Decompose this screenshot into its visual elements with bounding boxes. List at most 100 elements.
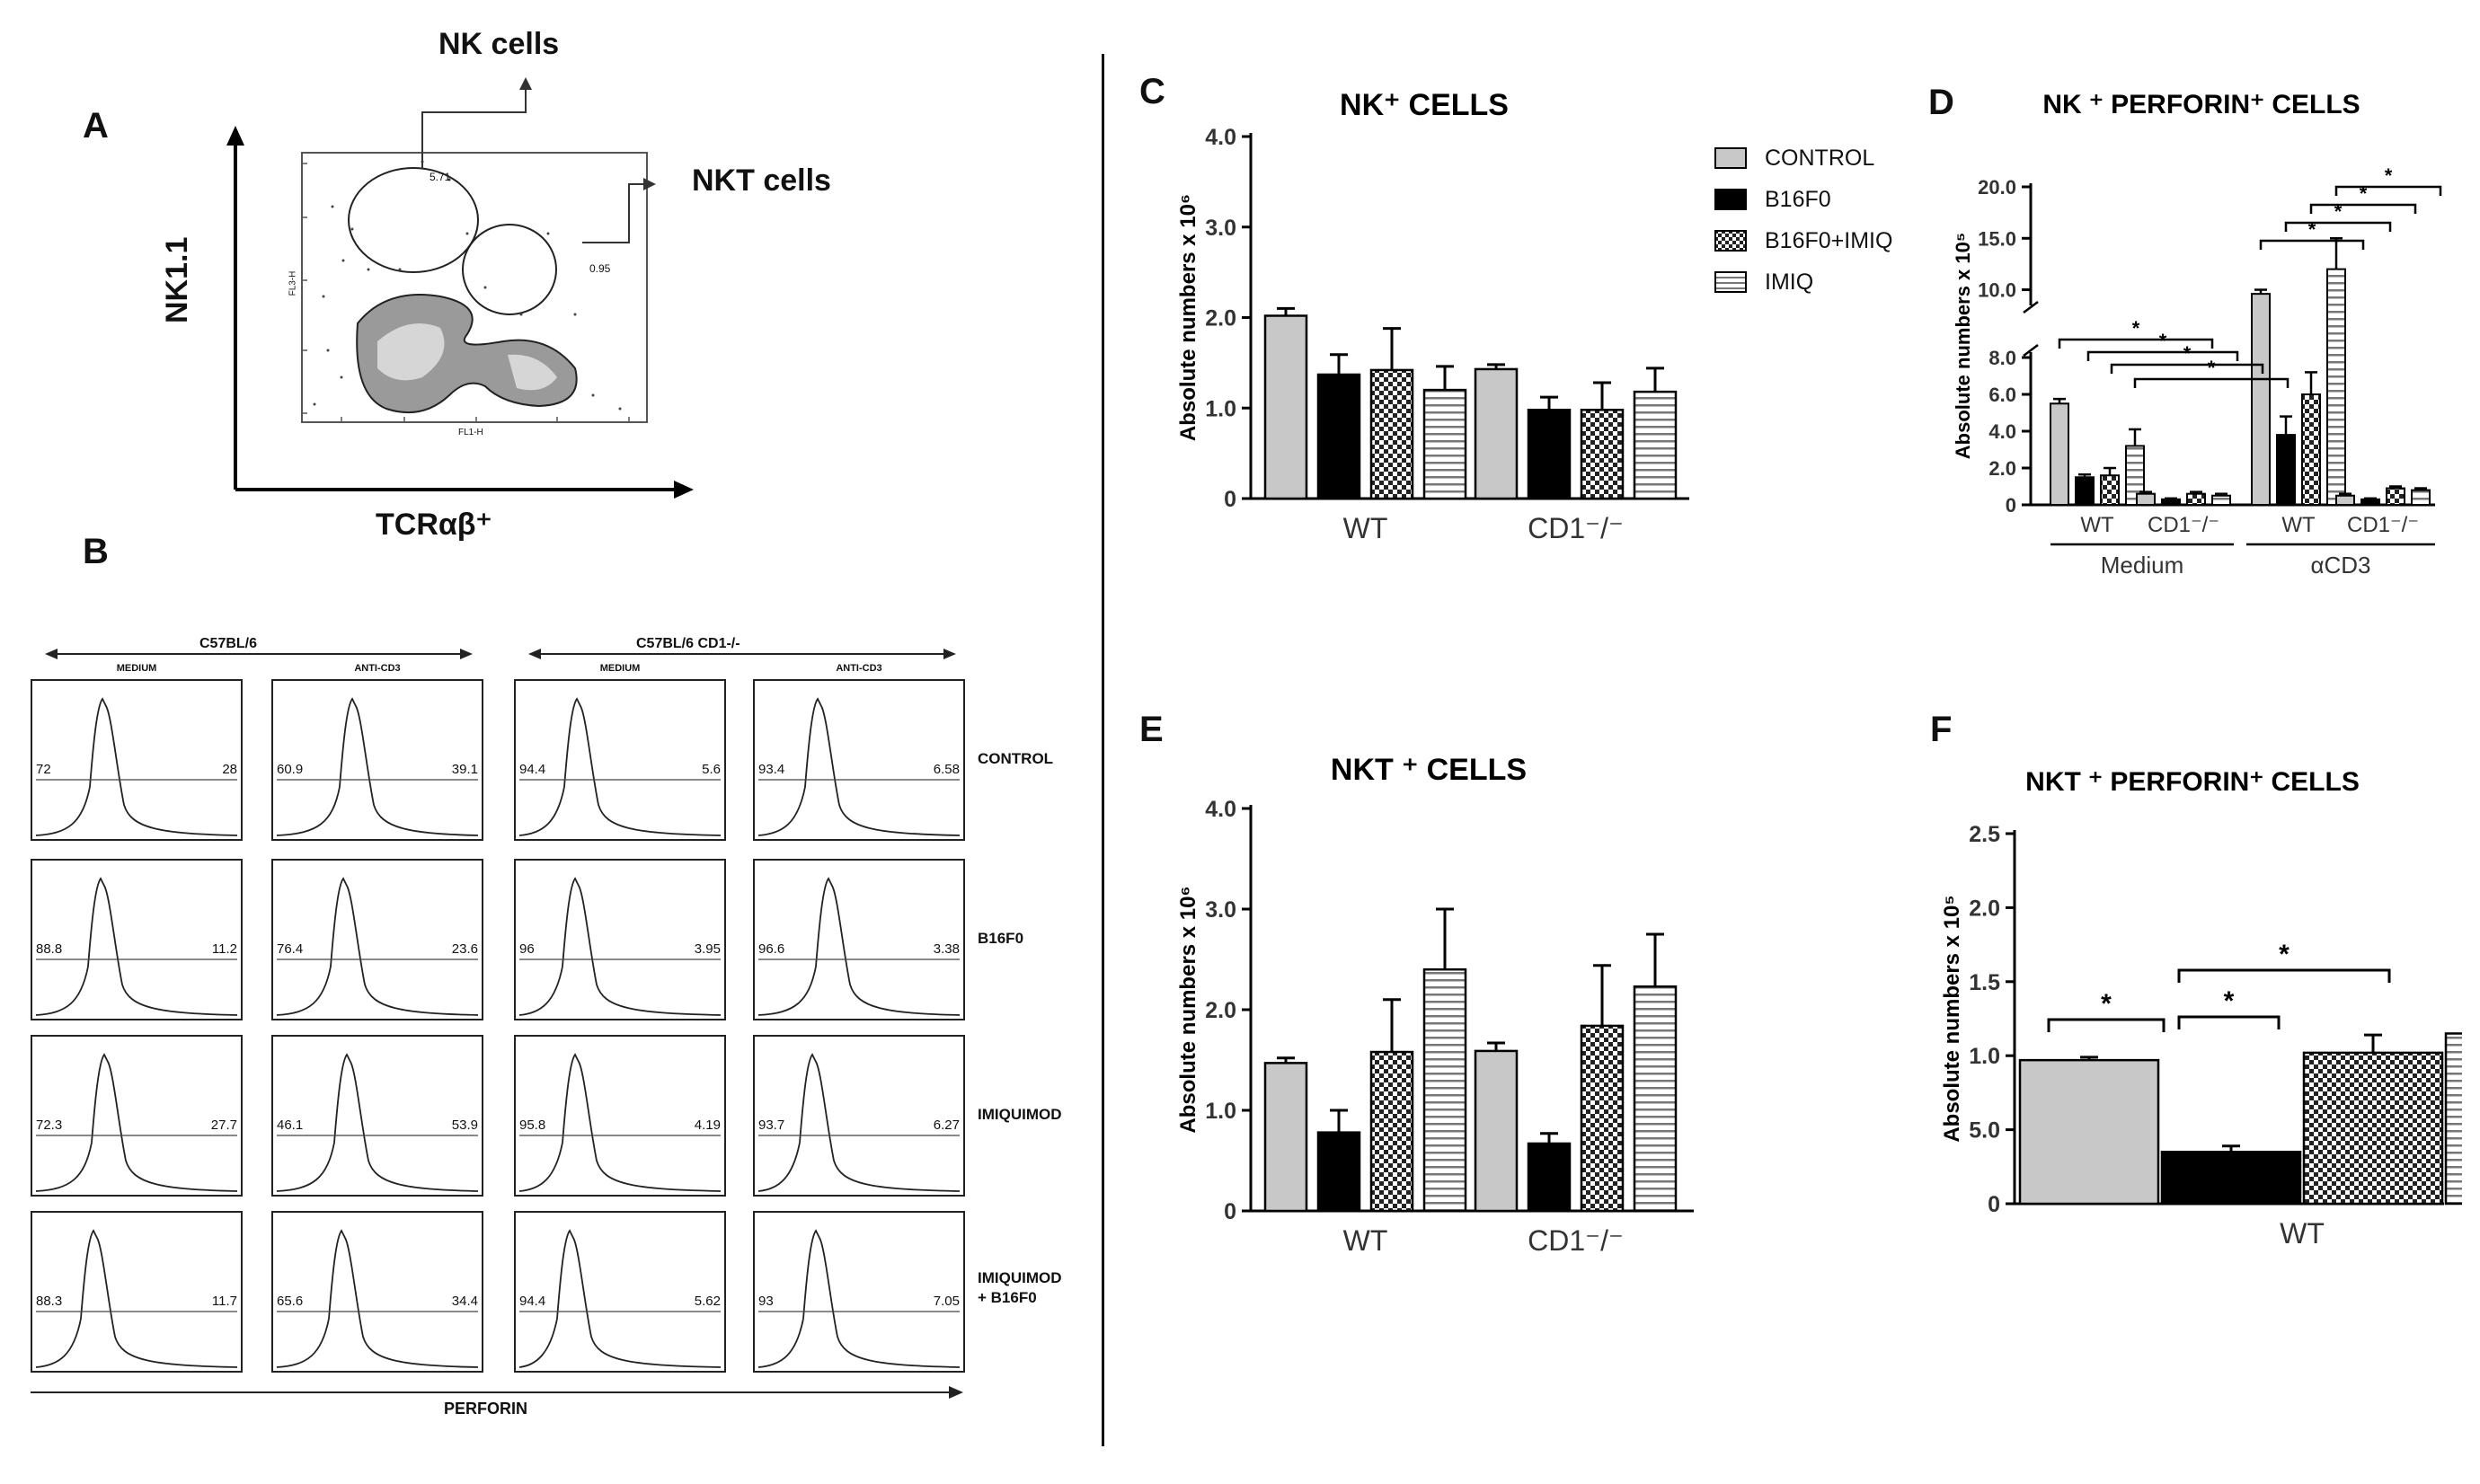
gate-nkt-label: NKT cells	[692, 163, 831, 198]
histogram-frame	[753, 859, 965, 1020]
histogram-frame	[271, 1035, 483, 1197]
legend-swatch	[1714, 147, 1747, 169]
gate-nkt-value: 0.95	[589, 262, 611, 275]
gate-value-left: 93.7	[758, 1117, 785, 1133]
histogram-frame	[31, 1211, 243, 1373]
histogram-frame	[514, 859, 726, 1020]
flow-density-blob	[313, 160, 622, 414]
significance-star: *	[2224, 986, 2235, 1016]
histogram-frame	[31, 859, 243, 1020]
bar	[2075, 476, 2095, 506]
histogram-panel	[271, 1035, 483, 1197]
group-label-cd1: C57BL/6 CD1-/-	[636, 636, 740, 651]
significance-star: *	[2308, 218, 2316, 241]
gate-value-right: 5.62	[694, 1294, 721, 1309]
condition-label: Medium	[2101, 552, 2183, 579]
gate-value-right: 3.38	[933, 941, 960, 957]
histogram-frame	[514, 1035, 726, 1197]
histogram-curve	[518, 1053, 722, 1192]
y-tick-label: 4.0	[1205, 125, 1236, 150]
gate-value-right: 6.27	[933, 1117, 960, 1133]
significance-star: *	[2183, 342, 2192, 365]
y-tick-label: 8.0	[1988, 347, 2016, 369]
gate-value-right: 6.58	[933, 762, 960, 777]
column-label: ANTI-CD3	[836, 663, 882, 674]
histogram-panel	[271, 1211, 483, 1373]
histogram-curve	[757, 1229, 961, 1368]
histogram-panel	[514, 1211, 726, 1373]
histogram-frame	[271, 859, 483, 1020]
gate-value-right: 5.6	[702, 762, 721, 777]
gate-value-left: 46.1	[277, 1117, 304, 1133]
group-label: WT	[2080, 513, 2114, 537]
histogram-frame	[514, 1211, 726, 1373]
panel-label-f: F	[1930, 710, 1953, 749]
panel-a-x-axis-label: TCRαβ⁺	[376, 508, 492, 542]
histogram-frame	[753, 1035, 965, 1197]
gate-value-left: 94.4	[519, 762, 546, 777]
row-label: B16F0	[978, 930, 1024, 947]
bar	[2100, 474, 2120, 507]
gate-value-right: 34.4	[451, 1294, 478, 1309]
panel-label-e: E	[1139, 710, 1164, 749]
y-tick-label: 3.0	[1205, 897, 1236, 923]
histogram-curve	[276, 1229, 479, 1368]
chart-title: NK ⁺ PERFORIN⁺ CELLS	[2042, 90, 2360, 119]
histogram-curve	[276, 877, 479, 1016]
gate-nk-label: NK cells	[438, 27, 560, 61]
chart-title: NK⁺ CELLS	[1340, 88, 1509, 122]
histogram-curve	[757, 877, 961, 1016]
column-label: MEDIUM	[599, 663, 641, 674]
histogram-panel	[514, 679, 726, 841]
bar	[1422, 388, 1467, 500]
bar	[1474, 367, 1519, 500]
y-tick-label: 0	[1224, 1199, 1236, 1224]
gate-value-left: 88.8	[36, 941, 63, 957]
y-axis-label: Absolute numbers x 10⁵	[1952, 233, 1974, 459]
histogram-panel	[271, 679, 483, 841]
panel-divider	[1102, 54, 1104, 1446]
histogram-panel	[753, 859, 965, 1020]
histogram-panel	[753, 679, 965, 841]
bar	[2335, 494, 2355, 506]
panel-label-c: C	[1139, 72, 1165, 111]
significance-bracket	[2110, 363, 2264, 374]
legend-label: B16F0+IMIQ	[1765, 228, 1893, 253]
significance-star: *	[2279, 940, 2290, 969]
y-tick-label: 2.0	[1969, 896, 2000, 921]
chart-title: NKT ⁺ CELLS	[1331, 753, 1527, 787]
row-label: IMIQUIMOD	[978, 1106, 1062, 1123]
histogram-frame	[271, 679, 483, 841]
bar	[2360, 498, 2380, 507]
legend-swatch	[1714, 230, 1747, 252]
significance-bracket	[2058, 338, 2214, 349]
group-label-wt: C57BL/6	[199, 636, 258, 651]
histogram-curve	[276, 1053, 479, 1192]
histogram-panel	[31, 1035, 243, 1197]
histogram-panel	[753, 1211, 965, 1373]
bar	[1580, 1024, 1625, 1213]
bar	[2211, 494, 2231, 506]
y-tick-label: 0	[1988, 1192, 2000, 1217]
panel-b-x-axis-label: PERFORIN	[444, 1400, 528, 1418]
y-tick-label: 1.0	[1205, 1099, 1236, 1124]
gate-value-right: 27.7	[210, 1117, 237, 1133]
gate-value-right: 23.6	[451, 941, 478, 957]
histogram-curve	[757, 697, 961, 836]
bar	[1633, 985, 1678, 1213]
significance-star: *	[2360, 182, 2368, 205]
histogram-curve	[35, 1053, 238, 1192]
significance-bracket	[2047, 1018, 2166, 1032]
y-tick-label: 6.0	[1988, 384, 2016, 406]
gate-value-right: 4.19	[694, 1117, 721, 1133]
bar	[2186, 492, 2206, 507]
bar	[1422, 967, 1467, 1213]
significance-bracket	[2334, 185, 2442, 196]
significance-bracket	[2086, 350, 2239, 361]
histogram-panel	[31, 679, 243, 841]
histogram-curve	[35, 1229, 238, 1368]
y-tick-label: 1.0	[1205, 396, 1236, 421]
bar	[2301, 393, 2321, 506]
panel-d-chart: NK ⁺ PERFORIN⁺ CELLS02.04.06.08.010.015.…	[1952, 90, 2442, 579]
